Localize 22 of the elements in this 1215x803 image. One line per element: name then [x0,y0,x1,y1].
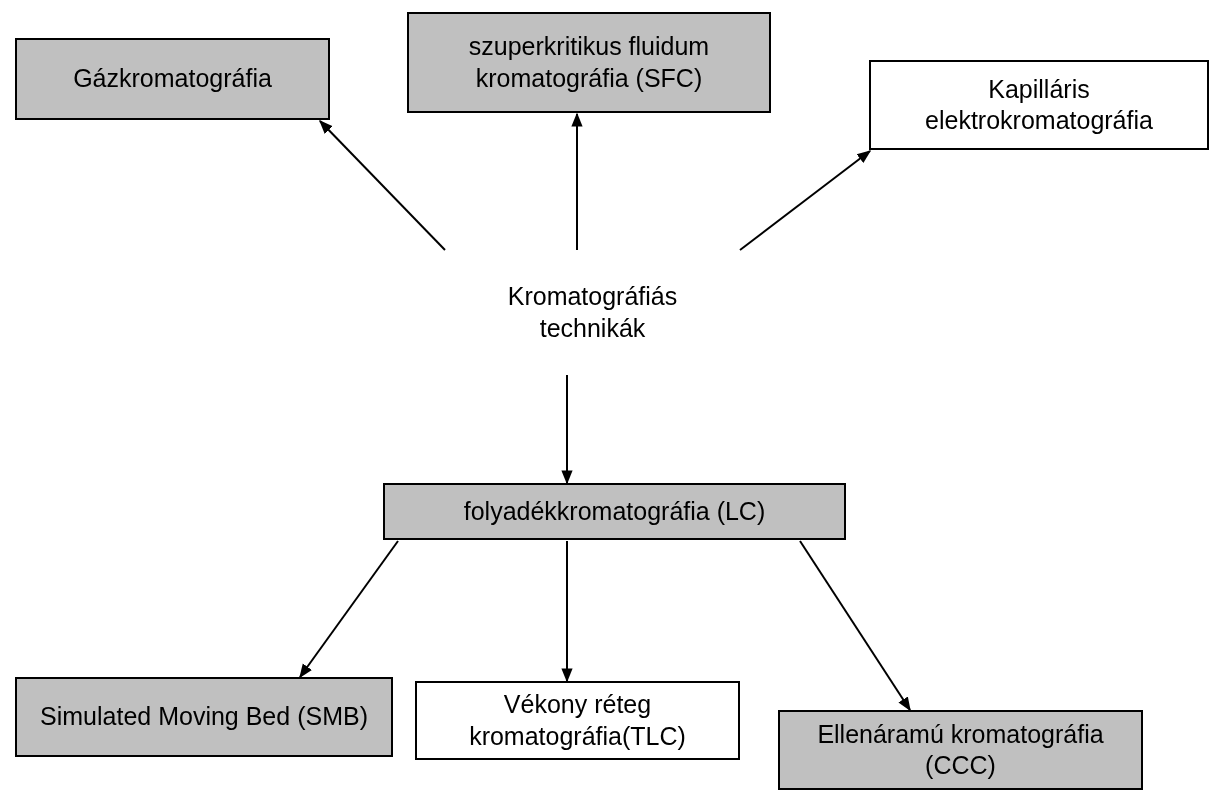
technique-box [383,483,846,540]
technique-box [415,681,740,760]
center-label: Kromatográfiás technikák [506,281,679,344]
box-label: folyadékkromatográfia (LC) [463,495,766,527]
box-label: Simulated Moving Bed (SMB) [40,701,368,733]
box-label: Gázkromatográfia [73,63,272,95]
arrow [799,540,911,712]
technique-box [869,60,1209,150]
technique-box [15,38,330,120]
box-label: Vékony réteg kromatográfia(TLC) [468,689,687,752]
technique-box [15,677,393,757]
arrow [319,120,446,251]
technique-box [407,12,771,113]
arrow [561,540,573,683]
box-label: Ellenáramú kromatográfia (CCC) [816,718,1105,781]
box-label: szuperkritikus fluidum kromatográfia (SFC) [467,31,711,94]
arrow [561,374,573,485]
box-label: Kapilláris elektrokromatográfia [924,73,1154,136]
arrow [299,540,399,679]
arrow [739,150,872,251]
arrow [571,112,583,251]
technique-box [778,710,1143,790]
